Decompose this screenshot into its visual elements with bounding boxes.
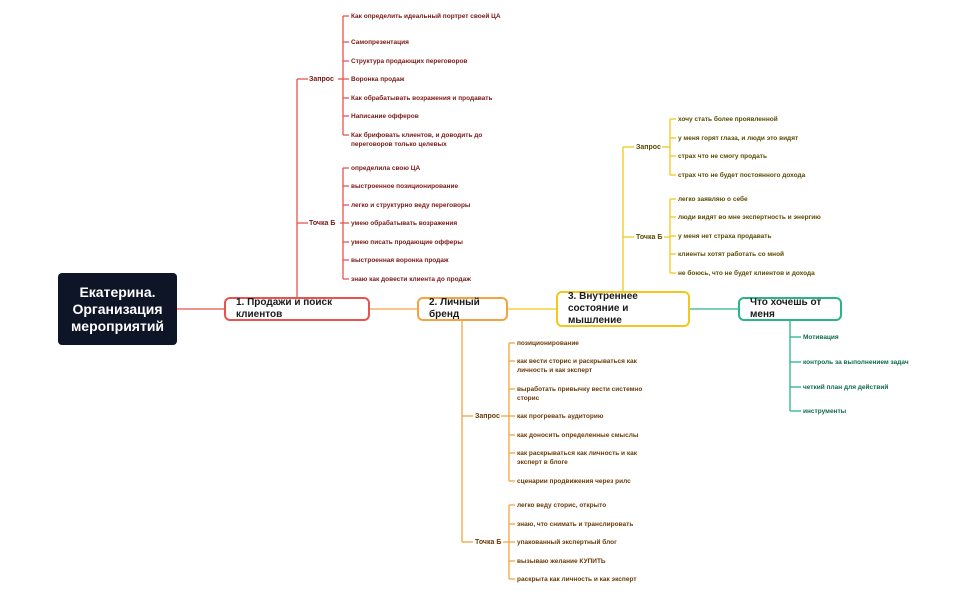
branch-sales[interactable]: 1. Продажи и поиск клиентов	[224, 297, 370, 321]
branch-personal-brand[interactable]: 2. Личный бренд	[417, 297, 508, 321]
b2-pointb-item[interactable]: знаю, что снимать и транслировать	[517, 521, 634, 528]
b2-request-item[interactable]: сценарии продвижения через рилс	[517, 478, 631, 485]
b2-pointb-item[interactable]: упакованный экспертный блог	[517, 539, 617, 546]
b4-item[interactable]: четкий план для действий	[803, 384, 889, 391]
b1-pointb-item[interactable]: знаю как довести клиента до продаж	[351, 276, 471, 283]
b1-request-item[interactable]: Как обрабатывать возражения и продавать	[351, 95, 493, 102]
b1-request-item[interactable]: Как определить идеальный портрет своей Ц…	[351, 13, 501, 20]
b3-request-item[interactable]: хочу стать более проявленной	[678, 116, 778, 123]
b2-pointb-item[interactable]: легко веду сторис, открыто	[517, 502, 607, 509]
b4-item[interactable]: Мотивация	[803, 334, 839, 341]
b1-pointb-item[interactable]: определила свою ЦА	[351, 165, 421, 172]
b2-pointb-item[interactable]: вызываю желание КУПИТЬ	[517, 558, 606, 565]
b2-request-item[interactable]: позиционирование	[517, 340, 579, 347]
b3-pointb-item[interactable]: люди видят во мне экспертность и энергию	[678, 214, 821, 221]
b1-group-point-b[interactable]: Точка Б	[309, 220, 336, 227]
b3-group-point-b[interactable]: Точка Б	[636, 234, 663, 241]
b4-item[interactable]: контроль за выполнением задач	[803, 359, 909, 366]
b3-request-item[interactable]: страх что не смогу продать	[678, 153, 767, 160]
branch-what-you-want[interactable]: Что хочешь от меня	[738, 297, 842, 321]
b3-pointb-item[interactable]: клиенты хотят работать со мной	[678, 251, 785, 258]
b2-pointb-item[interactable]: раскрыта как личность и как эксперт	[517, 576, 637, 583]
b1-pointb-item[interactable]: умею обрабатывать возражения	[351, 220, 458, 227]
b2-request-item[interactable]: как раскрываться как личность и как эксп…	[517, 450, 637, 466]
b1-pointb-item[interactable]: легко и структурно веду переговоры	[351, 202, 471, 209]
b3-pointb-item[interactable]: не боюсь, что не будет клиентов и дохода	[678, 270, 815, 277]
b3-pointb-item[interactable]: легко заявляю о себе	[678, 196, 748, 203]
b2-request-item[interactable]: как доносить определенные смыслы	[517, 432, 639, 439]
b2-request-item[interactable]: выработать привычку вести системно стори…	[517, 386, 643, 402]
b2-request-item[interactable]: как прогревать аудиторию	[517, 413, 604, 420]
branch-inner-state[interactable]: 3. Внутреннее состояние и мышление	[556, 291, 690, 327]
b3-request-item[interactable]: страх что не будет постоянного дохода	[678, 172, 806, 179]
b1-request-item[interactable]: Структура продающих переговоров	[351, 58, 468, 65]
b1-pointb-item[interactable]: выстроенная воронка продаж	[351, 257, 449, 264]
b1-request-item[interactable]: Воронка продаж	[351, 76, 405, 83]
b2-group-point-b[interactable]: Точка Б	[475, 539, 502, 546]
b1-pointb-item[interactable]: умею писать продающие офферы	[351, 239, 463, 246]
b3-group-request[interactable]: Запрос	[636, 144, 661, 151]
b2-request-item[interactable]: как вести сторис и раскрываться как личн…	[517, 358, 637, 374]
b2-group-request[interactable]: Запрос	[475, 413, 500, 420]
root-node[interactable]: Екатерина. Организация мероприятий	[58, 273, 177, 345]
b4-item[interactable]: инструменты	[803, 408, 847, 415]
b1-request-item[interactable]: Как брифовать клиентов, и доводить до пе…	[351, 132, 483, 148]
b1-group-request[interactable]: Запрос	[309, 76, 334, 83]
b3-request-item[interactable]: у меня горят глаза, и люди это видят	[678, 135, 799, 142]
b1-pointb-item[interactable]: выстроенное позиционирование	[351, 183, 459, 190]
b3-pointb-item[interactable]: у меня нет страха продавать	[678, 233, 772, 240]
b1-request-item[interactable]: Самопрезентация	[351, 39, 409, 46]
b1-request-item[interactable]: Написание офферов	[351, 113, 419, 120]
